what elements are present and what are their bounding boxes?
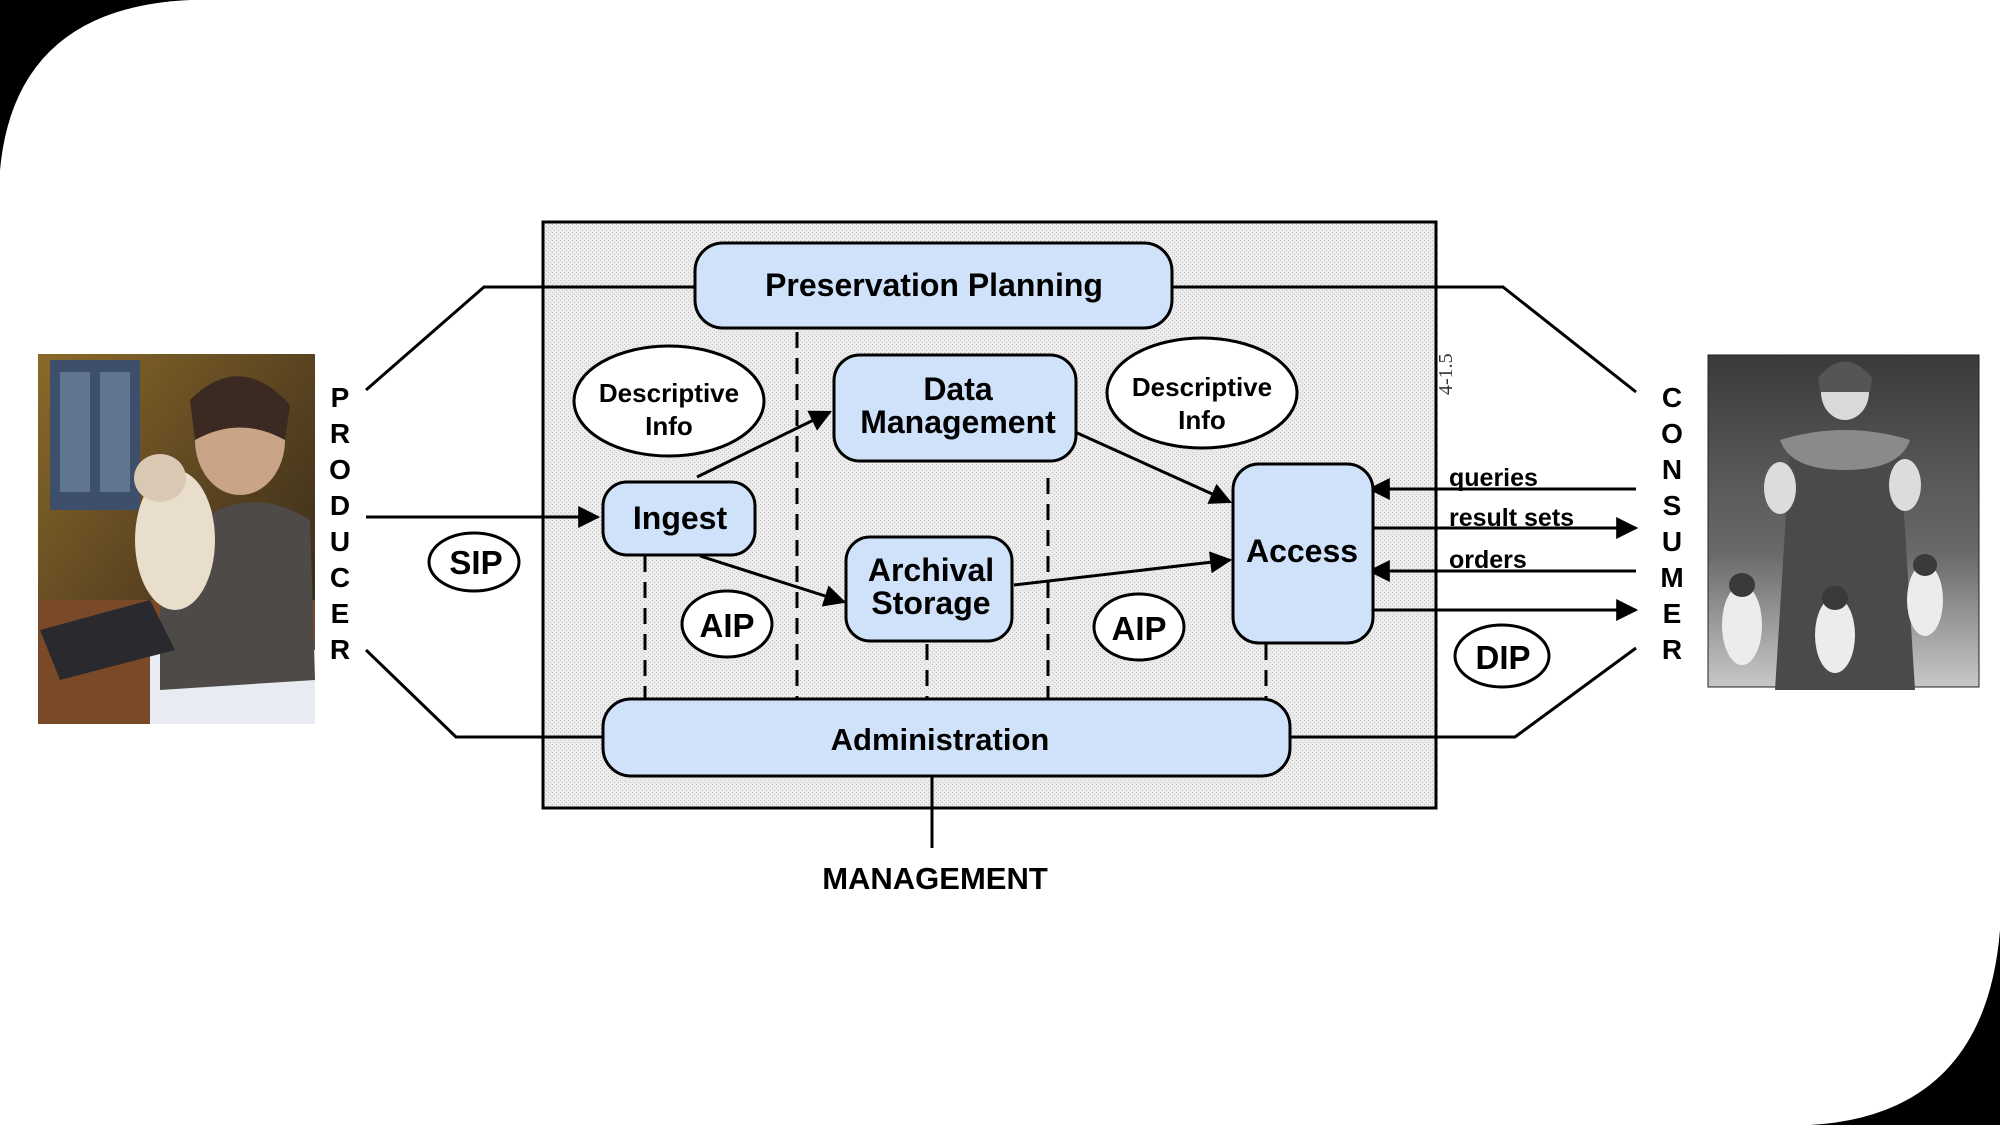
dashed-connections [643,332,1268,702]
producer-letter: P [331,382,350,413]
dip-ellipse [1453,623,1551,689]
orders-label: orders [1449,546,1527,574]
ingest-box [601,480,757,557]
consumer-letter: E [1663,598,1682,629]
access-label: Access [1246,533,1358,569]
margin-note: 4-1.5 [1435,353,1457,395]
preservation-planning-label: Preservation Planning [765,267,1103,303]
ingest-to-data-management-arrow [696,410,832,479]
function-boxes [601,241,1375,778]
flow-arrows [366,410,1639,621]
consumer-letter: O [1661,418,1683,449]
producer-letter: D [330,490,350,521]
descriptive-info-right-ellipse [1105,336,1299,450]
producer-letter: C [330,562,350,593]
consumer-vertical-label: C O N S U M E R [1660,382,1683,665]
producer-photo [38,354,315,724]
archival-storage-label-line2: Storage [871,585,990,621]
sip-ellipse [427,531,521,593]
data-management-box [832,353,1078,463]
descriptive-info-left-label-line1: Descriptive [599,378,739,408]
ingest-to-archival-storage-arrow [699,554,847,607]
consumer-letter: U [1662,526,1682,557]
aip-left-ellipse [680,589,774,659]
archival-storage-to-access-arrow [1013,551,1233,587]
aip-left-label: AIP [699,607,754,644]
administration-box [601,697,1292,778]
sip-label: SIP [449,544,502,581]
management-label: MANAGEMENT [822,861,1048,896]
aip-right-ellipse [1092,592,1186,662]
producer-letter: R [330,418,350,449]
producer-vertical-label: P R O D U C E R [329,382,351,665]
result-sets-label: result sets [1449,504,1574,532]
descriptive-info-left-label-line2: Info [645,411,693,441]
ingest-label: Ingest [633,500,728,536]
descriptive-info-right-label-line1: Descriptive [1132,372,1272,402]
access-box [1231,462,1375,645]
consumer-letter: M [1660,562,1683,593]
descriptive-info-left-ellipse [572,344,766,458]
data-management-to-access-arrow [1074,430,1233,504]
descriptive-info-right-label-line2: Info [1178,405,1226,435]
administration-label: Administration [831,722,1050,757]
producer-letter: U [330,526,350,557]
producer-letter: O [329,454,351,485]
producer-letter: E [331,598,350,629]
envelope-lines [364,285,1637,848]
consumer-letter: N [1662,454,1682,485]
queries-label: queries [1449,464,1538,492]
dip-label: DIP [1475,639,1530,676]
preservation-planning-box [693,241,1174,330]
consumer-photo [1707,354,1980,690]
data-management-label-line1: Data [923,371,993,407]
consumer-letter: R [1662,634,1682,665]
archival-storage-box [844,535,1014,643]
consumer-letter: S [1663,490,1682,521]
archival-storage-label-line1: Archival [868,552,994,588]
aip-right-label: AIP [1111,610,1166,647]
info-object-ellipses [427,336,1551,689]
consumer-letter: C [1662,382,1682,413]
producer-letter: R [330,634,350,665]
data-management-label-line2: Management [860,404,1056,440]
